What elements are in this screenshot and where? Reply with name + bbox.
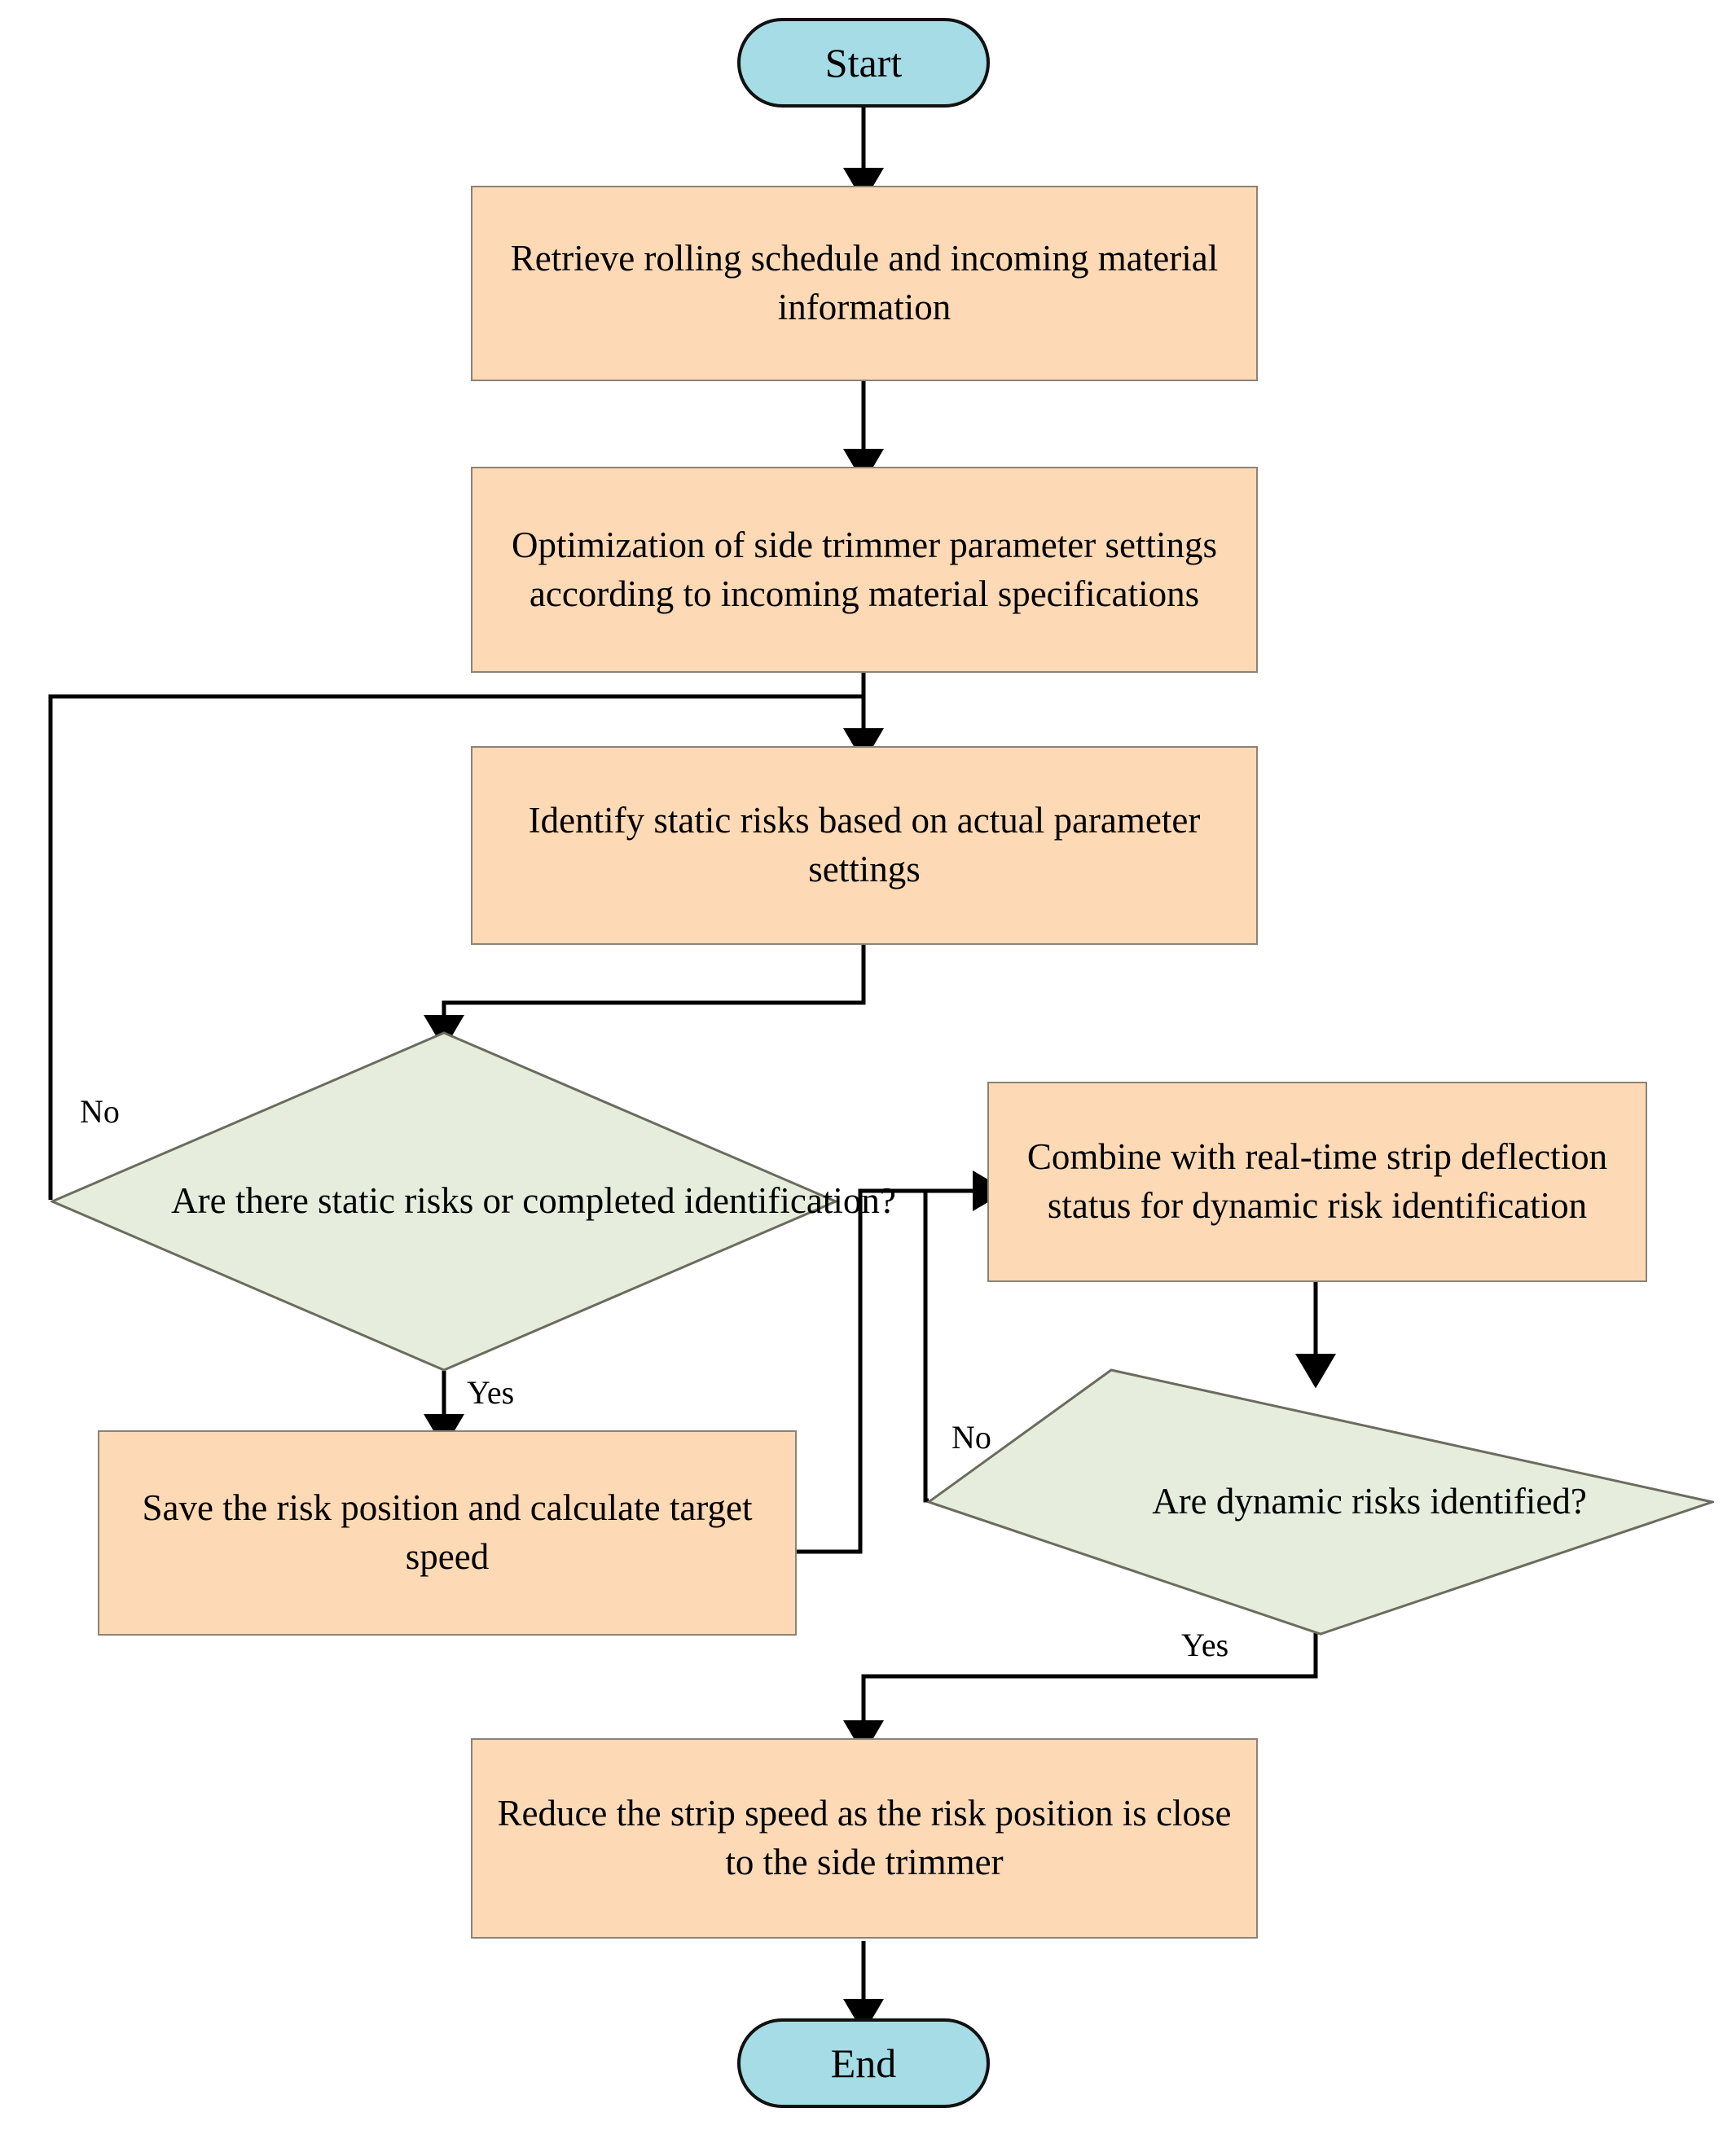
node-identify-static-label: Identify static risks based on actual pa…	[528, 800, 1201, 889]
node-reduce-speed-label: Reduce the strip speed as the risk posit…	[497, 1793, 1232, 1882]
node-dynamic-decision[interactable]: Are dynamic risks identified?	[927, 1368, 1714, 1636]
node-end-label: End	[830, 2040, 897, 2086]
node-optimize[interactable]: Optimization of side trimmer parameter s…	[471, 467, 1258, 673]
node-save-risk[interactable]: Save the risk position and calculate tar…	[98, 1430, 797, 1636]
edge-dynamic-yes-to-reduce	[843, 1633, 1318, 1755]
edge-label-dynamic-no: No	[952, 1419, 991, 1456]
edge-identify-to-static-decision	[424, 945, 866, 1050]
edge-dynamic-no-loop	[923, 1191, 929, 1503]
edge-static-no-loop	[48, 694, 864, 1200]
edge-label-dynamic-yes: Yes	[1181, 1627, 1229, 1663]
node-start[interactable]: Start	[737, 18, 990, 108]
node-reduce-speed[interactable]: Reduce the strip speed as the risk posit…	[471, 1738, 1258, 1939]
edge-label-static-yes: Yes	[467, 1374, 515, 1411]
node-identify-static[interactable]: Identify static risks based on actual pa…	[471, 746, 1258, 945]
node-end[interactable]: End	[737, 2018, 990, 2108]
node-retrieve[interactable]: Retrieve rolling schedule and incoming m…	[471, 186, 1258, 381]
node-start-label: Start	[824, 40, 903, 86]
node-combine-dynamic[interactable]: Combine with real-time strip deflection …	[987, 1082, 1647, 1282]
node-static-decision[interactable]: Are there static risks or completed iden…	[51, 1031, 896, 1372]
node-save-risk-label: Save the risk position and calculate tar…	[142, 1487, 753, 1577]
edge-label-static-no: No	[80, 1093, 120, 1130]
node-dynamic-decision-label: Are dynamic risks identified?	[1152, 1481, 1587, 1522]
node-retrieve-label: Retrieve rolling schedule and incoming m…	[510, 238, 1219, 327]
node-optimize-label: Optimization of side trimmer parameter s…	[511, 524, 1217, 614]
node-combine-dynamic-label: Combine with real-time strip deflection …	[1026, 1136, 1608, 1226]
node-static-decision-label: Are there static risks or completed iden…	[171, 1180, 896, 1222]
edge-save-to-combine	[795, 1170, 1008, 1554]
